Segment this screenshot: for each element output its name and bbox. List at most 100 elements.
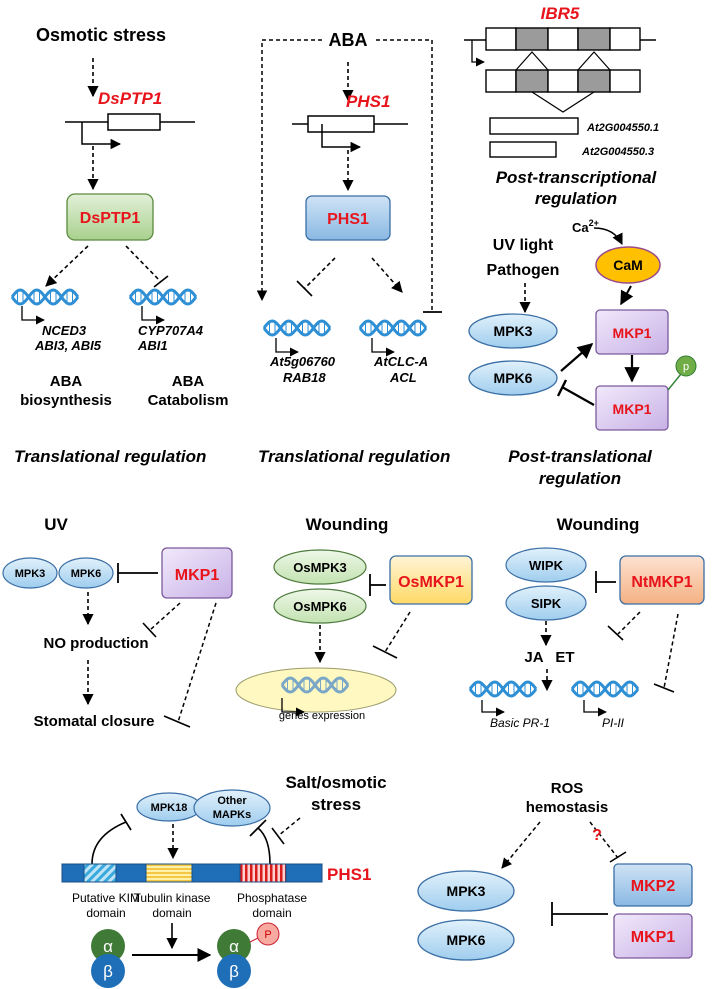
- phosphatase-label-2: domain: [252, 906, 291, 920]
- phosphate-icon: [256, 922, 280, 946]
- osmotic-stress-label: Osmotic stress: [36, 25, 166, 45]
- other-mapks-label-1: Other: [217, 795, 247, 807]
- pathogen-label: Pathogen: [487, 262, 560, 279]
- basic-pr1-label: Basic PR-1: [490, 716, 550, 730]
- ntmkp1-box: [619, 555, 705, 605]
- sipk-oval: [505, 585, 587, 621]
- osmpk6-label: OsMPK6: [293, 599, 346, 614]
- mpk6-oval: [58, 557, 114, 589]
- aba-stimulus-label: ABA: [329, 30, 368, 50]
- nucleus-icon: [235, 667, 397, 713]
- panel-b: ABA PHS1 PHS1 At5g06760 RAB18 AtCLC-A AC…: [256, 30, 450, 466]
- calcium-label: Ca2+: [572, 218, 599, 235]
- dna-helix-icon: [358, 319, 428, 337]
- mkp1-label: MKP1: [613, 325, 652, 341]
- dna-helix-icon: [280, 676, 350, 694]
- uv-stimulus-label: UV: [44, 515, 68, 534]
- panel-g: Wounding WIPK SIPK NtMKP1 JA ET Basic PR…: [468, 515, 705, 730]
- osmkp1-box: [389, 555, 473, 605]
- genes-expression-label: genes expression: [279, 710, 365, 722]
- mpk18-label: MPK18: [151, 802, 188, 814]
- phosphatase-label-1: Phosphatase: [237, 891, 307, 905]
- phosphate-icon: [675, 355, 697, 377]
- ros-label-1: ROS: [551, 780, 584, 797]
- kim-domain-label-2: domain: [86, 906, 125, 920]
- phs1-protein-label: PHS1: [327, 211, 369, 228]
- aba-catabolism-2: Catabolism: [148, 392, 229, 409]
- mkp2-box: [613, 863, 693, 907]
- et-label: ET: [555, 649, 574, 666]
- alpha-label: α: [103, 937, 113, 956]
- mpk6-label: MPK6: [71, 568, 102, 580]
- salt-stress-label-2: stress: [311, 795, 361, 814]
- dsptp1-gene-label: DsPTP1: [98, 89, 162, 108]
- panel-a-caption: Translational regulation: [14, 447, 206, 466]
- sipk-label: SIPK: [531, 596, 562, 611]
- mkp1-box: [595, 309, 669, 355]
- osmpk6-oval: [273, 588, 367, 624]
- dna-helix-icon: [262, 319, 332, 337]
- mkp1-box: [161, 547, 233, 599]
- alpha-label: α: [229, 937, 239, 956]
- target-cyp707a4: CYP707A4: [138, 323, 204, 338]
- dsptp1-protein-label: DsPTP1: [80, 210, 141, 227]
- target-abi1: ABI1: [137, 338, 168, 353]
- ibr5-gene-label: IBR5: [541, 4, 580, 23]
- tubulin-kinase-label-1: Tubulin kinase: [134, 891, 211, 905]
- wounding-stimulus-label: Wounding: [557, 515, 640, 534]
- uv-light-label: UV light: [493, 237, 554, 254]
- target-abi3-abi5: ABI3, ABI5: [34, 338, 102, 353]
- dsptp1-gene-schematic: [65, 113, 195, 150]
- salt-stress-label-1: Salt/osmotic: [285, 773, 386, 792]
- mpk6-oval: [468, 360, 558, 396]
- question-mark: ?: [592, 827, 602, 844]
- mkp2-label: MKP2: [631, 878, 676, 895]
- panel-c-caption-1: Post-transcriptional: [496, 168, 658, 187]
- phosphate-label: p: [683, 361, 689, 373]
- panel-f: Wounding OsMPK3 OsMPK6 OsMKP1 genes expr…: [235, 515, 473, 722]
- other-mapks-oval: [193, 789, 271, 827]
- target-acl: ACL: [389, 370, 417, 385]
- phs1-gene-label: PHS1: [346, 92, 390, 111]
- cam-label: CaM: [613, 257, 643, 273]
- pi-ii-label: PI-II: [602, 716, 625, 730]
- beta-tubulin-icon: [217, 954, 251, 988]
- alpha-tubulin-icon: [217, 929, 251, 963]
- variant-1-label: At2G004550.1: [586, 122, 659, 134]
- panel-h: Salt/osmotic stress MPK18 Other MAPKs PH…: [61, 773, 387, 988]
- mpk6-label: MPK6: [447, 932, 486, 948]
- mpk3-oval: [417, 870, 515, 912]
- mpk3-label: MPK3: [15, 568, 46, 580]
- beta-label: β: [229, 962, 239, 981]
- other-mapks-label-2: MAPKs: [213, 809, 252, 821]
- tubulin-kinase-label-2: domain: [152, 906, 191, 920]
- ibr5-gene-structure: [464, 27, 656, 158]
- mpk3-label: MPK3: [494, 323, 533, 339]
- phs1-protein-box: [305, 195, 391, 241]
- ja-label: JA: [524, 649, 543, 666]
- phs1-domain-label: PHS1: [327, 865, 371, 884]
- variant-3-label: At2G004550.3: [581, 146, 654, 158]
- ntmkp1-label: NtMKP1: [631, 574, 692, 591]
- mpk6-oval: [417, 919, 515, 961]
- phs1-gene-schematic: [292, 115, 408, 153]
- ros-label-2: hemostasis: [526, 799, 609, 816]
- mkp1-label: MKP1: [175, 567, 220, 584]
- mkp1-box: [613, 913, 693, 959]
- wipk-oval: [505, 547, 587, 583]
- beta-label: β: [103, 962, 113, 981]
- panel-a: Osmotic stress DsPTP1 DsPTP1 NCED3 ABI3,…: [10, 25, 229, 466]
- aba-biosynthesis-2: biosynthesis: [20, 392, 112, 409]
- wipk-label: WIPK: [529, 558, 564, 573]
- dna-helix-icon: [128, 288, 198, 306]
- panel-b-caption: Translational regulation: [258, 447, 450, 466]
- aba-catabolism-1: ABA: [172, 373, 205, 390]
- mkp1-phospho-box: [595, 385, 669, 431]
- osmpk3-label: OsMPK3: [293, 560, 346, 575]
- target-rab18: RAB18: [283, 370, 326, 385]
- alpha-tubulin-icon: [91, 929, 125, 963]
- panel-i: ROS hemostasis ? MPK3 MPK6 MKP2 MKP1: [417, 780, 693, 961]
- target-at5g06760: At5g06760: [269, 354, 336, 369]
- mkp1-label: MKP1: [631, 929, 676, 946]
